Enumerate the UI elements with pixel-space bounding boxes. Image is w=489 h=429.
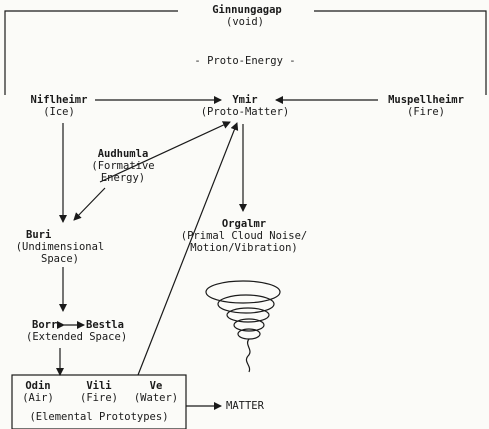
orgalmr-sub-2: Motion/Vibration) [190, 242, 298, 254]
odin-label: Odin [25, 380, 51, 392]
void-enclosure-left [4, 10, 178, 95]
niflheimr-label: Niflheimr [30, 94, 88, 106]
arrow-audhumla-ymir [99, 121, 231, 183]
orgalmr-sub-1: (Primal Cloud Noise/ [180, 230, 308, 242]
matter-label: MATTER [226, 400, 264, 412]
muspellheimr-sub: (Fire) [407, 106, 445, 118]
gods-box [11, 374, 187, 429]
orgalmr-label: Orgalmr [221, 218, 267, 230]
buri-sub-2: Space) [41, 253, 79, 265]
buri-sub-1: (Undimensional [15, 241, 105, 253]
audhumla-sub-2: Energy) [100, 172, 146, 184]
bestla-label: Bestla [86, 319, 124, 331]
arrow-gods-ymir [137, 122, 239, 376]
ymir-label: Ymir [232, 94, 258, 106]
vili-label: Vili [86, 380, 112, 392]
ymir-sub: (Proto-Matter) [200, 106, 290, 118]
muspellheimr-label: Muspellheimr [388, 94, 464, 106]
vili-sub: (Fire) [80, 392, 118, 404]
niflheimr-sub: (Ice) [43, 106, 75, 118]
arrow-audhumla-buri [73, 187, 106, 221]
buri-label: Buri [26, 229, 52, 241]
proto-energy-label: - Proto-Energy - [194, 55, 296, 67]
ve-label: Ve [149, 380, 163, 392]
borr-label: Borr [32, 319, 58, 331]
extended-space-label: (Extended Space) [26, 331, 128, 343]
elemental-prototypes-label: (Elemental Prototypes) [29, 411, 169, 423]
ginnungagap-label: Ginnungagap [196, 4, 298, 16]
audhumla-label: Audhumla [97, 148, 149, 160]
void-enclosure-right [314, 10, 487, 95]
audhumla-sub-1: (Formative [91, 160, 155, 172]
ve-sub: (Water) [133, 392, 179, 404]
vortex-icon [205, 280, 281, 373]
odin-sub: (Air) [22, 392, 54, 404]
ginnungagap-sub: (void) [226, 16, 264, 28]
